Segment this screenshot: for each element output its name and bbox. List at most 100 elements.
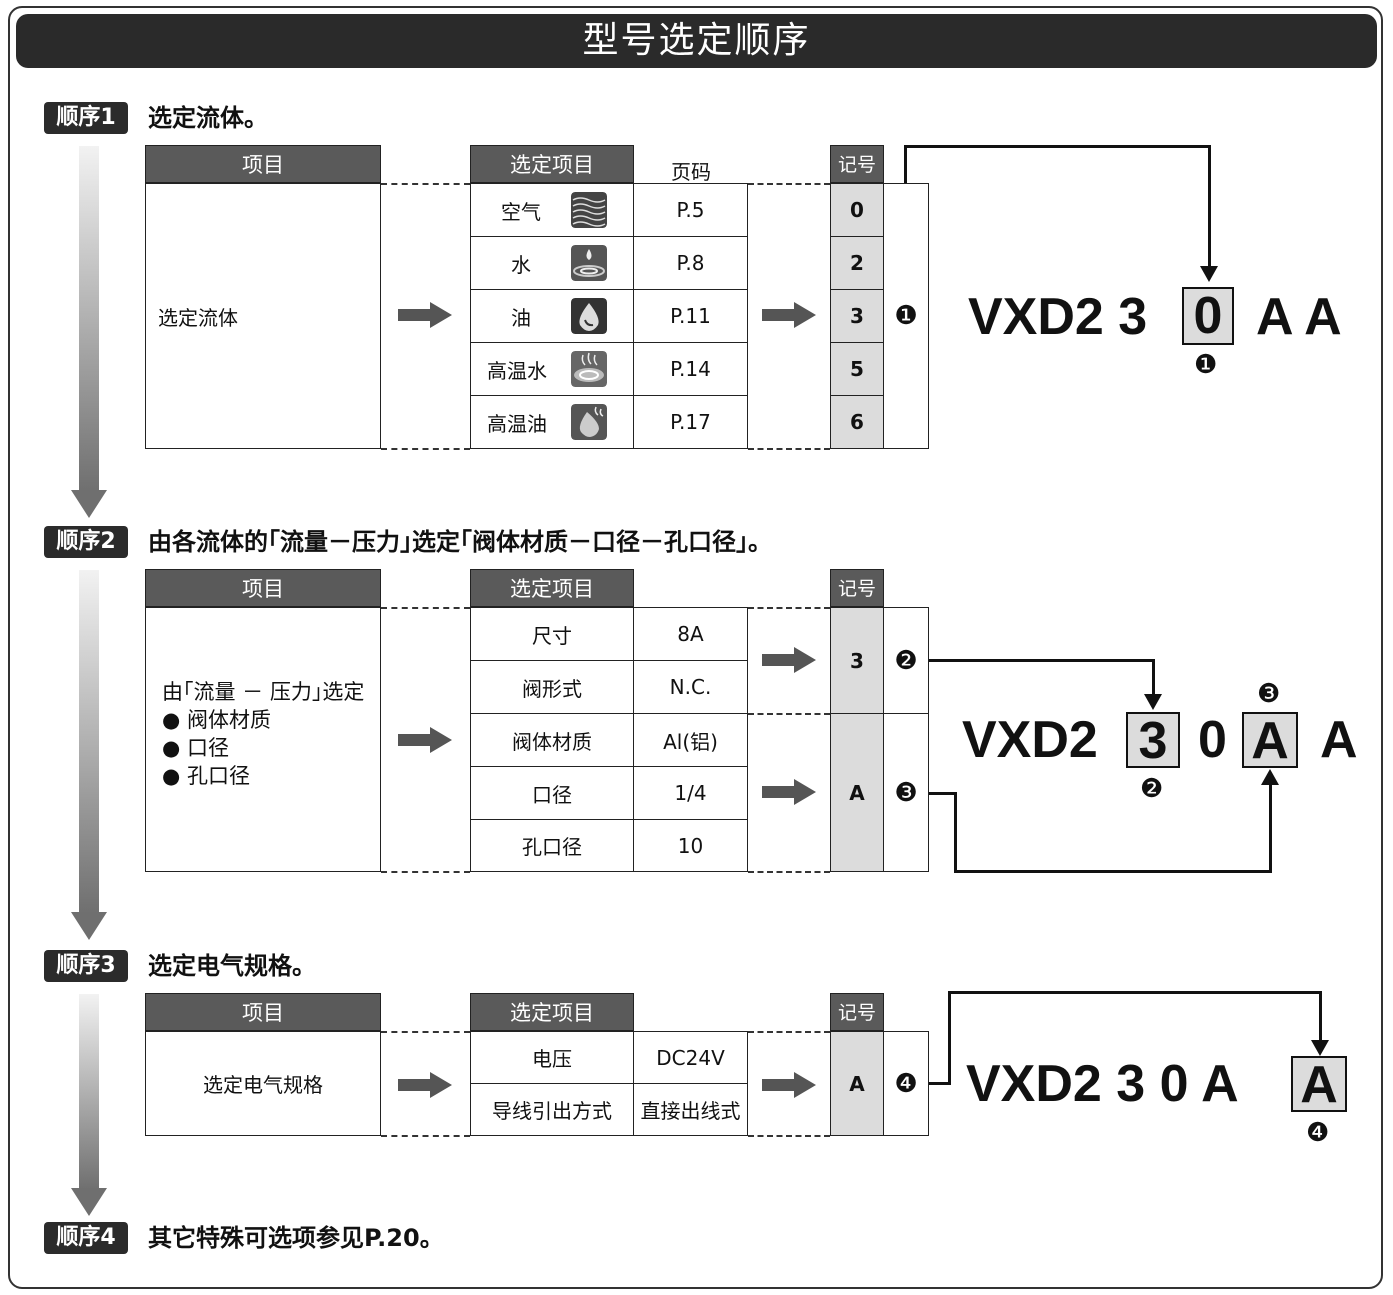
step1-header-code: 记号: [830, 145, 884, 183]
code-value: 5: [850, 357, 864, 381]
right-arrow-icon: [762, 647, 816, 673]
connector-line: [954, 870, 1272, 873]
step2-item-title: 由｢流量 － 压力｣选定: [162, 680, 365, 704]
model-code-box-body: A: [1242, 712, 1298, 768]
spec-name: 阀形式: [522, 676, 582, 701]
spec-value-cell: 直接出线式: [633, 1083, 748, 1136]
right-arrow-icon: [762, 779, 816, 805]
connector-line: [1269, 784, 1272, 873]
page-cell: P.5: [633, 183, 748, 237]
model-code-suffix: A: [1320, 711, 1358, 769]
dash-line: [381, 1031, 470, 1033]
connector-line: [948, 991, 1322, 994]
page-cell: P.14: [633, 342, 748, 396]
step3-header-code: 记号: [830, 993, 884, 1031]
step2-flow-arrowhead: [71, 912, 107, 940]
step2-badge: 顺序2: [44, 526, 128, 558]
step4-text: 其它特殊可选项参见P.20。: [148, 1224, 444, 1252]
spec-value-cell: Al(铝): [633, 713, 748, 767]
marker-3: ❸: [894, 777, 918, 808]
spec-value: DC24V: [656, 1045, 725, 1070]
step3-item: 选定电气规格: [145, 1031, 381, 1136]
connector-line: [1152, 659, 1155, 695]
dash-line: [381, 1135, 470, 1137]
fluid-cell: 高温水: [470, 342, 634, 396]
code-cell: 0: [830, 183, 884, 237]
dash-line: [381, 448, 470, 450]
connector-line: [948, 991, 951, 1085]
model-marker-4: ❹: [1306, 1118, 1330, 1148]
fluid-cell: 油: [470, 289, 634, 343]
step2-item-cell: [145, 607, 381, 872]
step1-badge: 顺序1: [44, 102, 128, 134]
step2-header-select: 选定项目: [470, 569, 634, 607]
code-value: 0: [850, 198, 864, 222]
connector-line: [929, 659, 1155, 662]
spec-name-cell: 口径: [470, 766, 634, 820]
spec-name: 电压: [532, 1047, 572, 1071]
step2-text: 由各流体的｢流量－压力｣选定｢阀体材质－口径－孔口径｣。: [148, 528, 772, 556]
code-value: 6: [850, 410, 864, 434]
spec-name: 阀体材质: [512, 729, 592, 754]
code-cell: 3: [830, 289, 884, 343]
connector-line: [904, 145, 907, 183]
model-code-suffix: A A: [1256, 288, 1342, 346]
connector-arrowhead: [1144, 694, 1162, 710]
spec-name-cell: 导线引出方式: [470, 1083, 634, 1136]
page-number: P.11: [670, 304, 711, 328]
connector-arrowhead: [1261, 769, 1279, 785]
fluid-cell: 水: [470, 236, 634, 290]
air-icon: [571, 192, 607, 228]
connector-arrowhead: [1311, 1040, 1329, 1056]
step2-flow-arrow: [79, 570, 99, 914]
right-arrow-icon: [398, 302, 452, 328]
spec-name-cell: 电压: [470, 1031, 634, 1084]
dash-line: [748, 713, 830, 715]
spec-value: N.C.: [669, 675, 712, 699]
bullet-item: ● 阀体材质: [162, 708, 271, 732]
model-code-box-electrical: A: [1291, 1056, 1347, 1112]
page-number: P.17: [670, 410, 711, 434]
spec-name-cell: 阀形式: [470, 660, 634, 714]
fluid-cell: 高温油: [470, 395, 634, 449]
right-arrow-icon: [762, 1072, 816, 1098]
marker-cell: ❷: [883, 607, 929, 714]
model-code-box-size: 3: [1126, 712, 1180, 768]
model-code-prefix: VXD2 3 0 A: [966, 1055, 1239, 1113]
fluid-name: 水: [511, 252, 531, 277]
marker-cell: ❹: [883, 1031, 929, 1136]
fluid-name: 油: [511, 305, 531, 330]
spec-value: 1/4: [674, 781, 707, 805]
dash-line: [381, 871, 470, 873]
dash-line: [381, 607, 470, 609]
spec-value-cell: DC24V: [633, 1031, 748, 1084]
code-cell: A: [830, 1031, 884, 1136]
fluid-name: 高温水: [487, 358, 547, 383]
step1-header-page: 页码: [671, 160, 711, 184]
code-value: 3: [850, 648, 864, 673]
connector-line: [904, 145, 1211, 148]
model-marker-3: ❸: [1257, 679, 1281, 709]
step1-header-item: 项目: [145, 145, 381, 183]
right-arrow-icon: [762, 302, 816, 328]
spec-value: 10: [677, 833, 704, 858]
model-marker-1: ❶: [1194, 350, 1218, 380]
spec-name-cell: 阀体材质: [470, 713, 634, 767]
page-number: P.5: [676, 198, 705, 222]
step2-header-item: 项目: [145, 569, 381, 607]
step2-item: 由｢流量 － 压力｣选定 ● 阀体材质 ● 口径 ● 孔口径: [162, 678, 382, 790]
step1-header-select: 选定项目: [470, 145, 634, 183]
model-code-mid: 0: [1198, 711, 1227, 769]
spec-value: 直接出线式: [640, 1099, 741, 1123]
connector-line: [1319, 991, 1322, 1041]
spec-name: 孔口径: [522, 835, 582, 859]
code-cell: 5: [830, 342, 884, 396]
dash-line: [748, 448, 830, 450]
spec-value-cell: 10: [633, 819, 748, 872]
spec-value-cell: 8A: [633, 607, 748, 661]
model-code-prefix: VXD2: [962, 711, 1098, 769]
dash-line: [748, 1135, 830, 1137]
spec-value-cell: N.C.: [633, 660, 748, 714]
fluid-name: 高温油: [487, 411, 547, 436]
bullet-item: ● 孔口径: [162, 764, 250, 788]
